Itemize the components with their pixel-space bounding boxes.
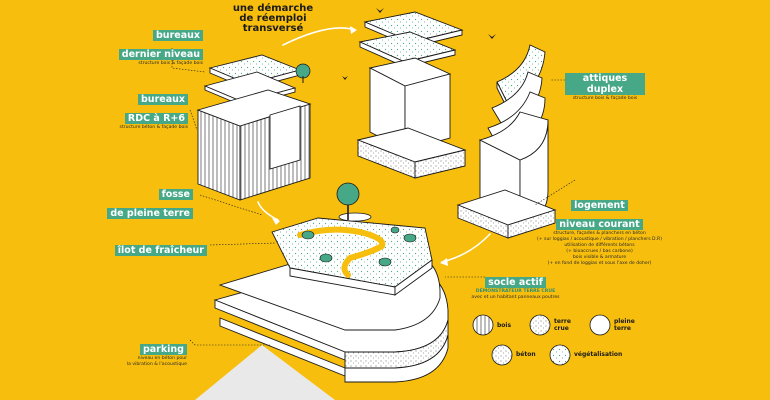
label-logement-sub1: structure, façades & planchers en béton — [553, 231, 646, 236]
top-text-line3: transversé — [242, 23, 304, 34]
label-ilot: îlot de fraîcheur — [114, 238, 207, 257]
label-attiques: attiques duplex structure bois & façade … — [565, 73, 645, 102]
label-socle-line1: socle actif — [485, 277, 546, 288]
label-bureaux-dernier-line2: dernier niveau — [118, 49, 203, 60]
label-parking-line1: parking — [139, 344, 187, 355]
bushes — [301, 226, 417, 267]
grey-triangle — [195, 345, 335, 400]
label-logement: logement niveau courant structure, façad… — [532, 193, 667, 267]
arrow-heads — [272, 26, 448, 266]
office-roof-tree — [295, 63, 311, 83]
label-logement-sub3: utilisation de différents bétons — [564, 243, 635, 248]
label-socle-sub2: avec et un habitant panneaux poutres — [471, 295, 560, 300]
label-socle: socle actif DÉMONSTRATEUR TERRE CRUE ave… — [458, 270, 573, 301]
legend-swatch-bois — [472, 314, 494, 336]
legend-swatch-pleine-terre — [589, 314, 611, 336]
legend-label-vegetalisation: végétalisation — [574, 351, 623, 358]
label-bureaux-dernier-line1: bureaux — [153, 30, 203, 41]
top-text-line1: une démarche — [232, 3, 314, 14]
label-bureaux-rdc: bureaux RDC à R+6 structure béton & faça… — [120, 87, 188, 131]
label-parking-sub2: la vibration & l'acoustique — [126, 362, 187, 367]
legend-swatch-beton — [491, 344, 513, 366]
label-logement-sub5: bois visible & armature — [572, 255, 627, 260]
legend-label-terre-crue-2: crue — [554, 325, 569, 332]
legend-label-terre-crue: terre crue — [554, 318, 571, 332]
label-parking: parking niveau en béton pour la vibratio… — [127, 337, 187, 368]
label-fosse-line1: fosse — [158, 189, 193, 200]
legend-swatch-vegetalisation — [549, 344, 571, 366]
label-attiques-sub: structure bois & façade bois — [572, 96, 638, 101]
label-socle-sub1: DÉMONSTRATEUR TERRE CRUE — [475, 289, 556, 294]
top-text: une démarche de réemploi transversé — [228, 4, 318, 34]
label-attiques-line1: attiques duplex — [565, 73, 645, 95]
garden-path — [297, 226, 386, 278]
legend-label-terre-crue-1: terre — [554, 318, 571, 325]
label-logement-line1: logement — [571, 200, 628, 211]
label-logement-sub4: (+ bioaccrues / bas carbone) — [566, 249, 633, 254]
legend-swatches — [472, 314, 611, 366]
housing-building — [456, 44, 557, 239]
office-building — [196, 54, 312, 201]
label-bureaux-rdc-sub: structure béton & façade bois — [119, 125, 188, 130]
label-logement-sub2: (+ sur loggias / acoustique / vibration … — [536, 237, 663, 242]
birds — [342, 8, 496, 80]
label-fosse: fosse de pleine terre — [107, 182, 193, 220]
label-logement-sub6: (+ en fond de loggias et sous l'axe de d… — [547, 261, 652, 266]
central-tree — [336, 182, 372, 222]
label-ilot-line1: îlot de fraîcheur — [114, 245, 207, 256]
middle-building — [356, 11, 467, 179]
label-bureaux-dernier-sub: structure bois & façade bois — [138, 61, 203, 66]
legend-label-pleine-terre: pleine terre — [614, 318, 635, 332]
legend-label-bois: bois — [497, 322, 512, 329]
label-fosse-line2: de pleine terre — [107, 208, 193, 219]
legend-label-beton: béton — [516, 351, 536, 358]
label-logement-line2: niveau courant — [556, 219, 643, 230]
label-bureaux-dernier-niveau: bureaux dernier niveau structure bois & … — [118, 23, 203, 67]
label-bureaux-rdc-line1: bureaux — [138, 94, 188, 105]
legend-label-pleine-terre-2: terre — [614, 325, 631, 332]
top-text-line2: de réemploi — [239, 13, 307, 24]
legend-label-pleine-terre-1: pleine — [614, 318, 635, 325]
legend-swatch-terre-crue — [529, 314, 551, 336]
label-parking-sub1: niveau en béton pour — [137, 356, 187, 361]
label-bureaux-rdc-line2: RDC à R+6 — [124, 113, 188, 124]
